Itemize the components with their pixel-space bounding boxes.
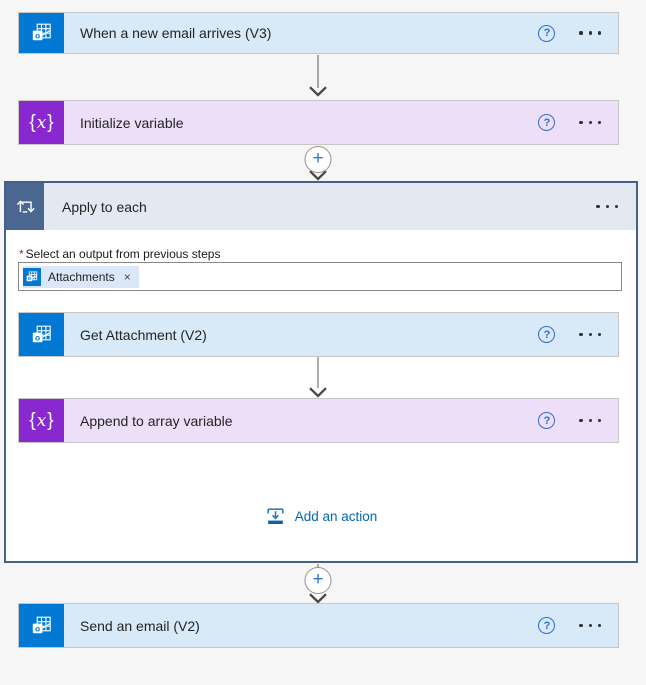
card-send-an-email[interactable]: o Send an email (V2) ? (18, 603, 619, 648)
remove-token-button[interactable]: × (123, 269, 131, 284)
connector-line (317, 357, 319, 388)
more-options-button[interactable] (579, 620, 601, 631)
help-button[interactable]: ? (538, 326, 556, 343)
outlook-icon: o (19, 13, 64, 53)
field-label: * Select an output from previous steps (19, 247, 220, 261)
card-title: Append to array variable (80, 412, 233, 429)
outlook-icon: o (23, 267, 41, 286)
loop-icon (6, 183, 44, 230)
connector: + (303, 146, 333, 181)
outlook-icon: o (19, 604, 64, 647)
card-apply-to-each: Apply to each * Select an output from pr… (4, 181, 638, 563)
insert-action-icon (267, 508, 284, 524)
card-title: When a new email arrives (V3) (80, 25, 272, 41)
help-button[interactable]: ? (538, 617, 556, 634)
svg-text:o: o (34, 623, 39, 633)
svg-text:o: o (34, 30, 39, 40)
card-append-to-array-variable[interactable]: {x} Append to array variable ? (18, 398, 619, 443)
help-button[interactable]: ? (538, 24, 556, 42)
output-token-input[interactable]: o Attachments × (18, 262, 622, 291)
arrow-down-icon (309, 86, 327, 97)
card-initialize-variable[interactable]: {x} Initialize variable ? (18, 100, 619, 145)
more-options-button[interactable] (579, 415, 601, 426)
token-label: Attachments (48, 269, 115, 284)
add-action-button[interactable]: Add an action (6, 506, 636, 527)
card-when-a-new-email-arrives[interactable]: o When a new email arrives (V3) ? (18, 12, 619, 54)
connector (303, 55, 333, 97)
apply-to-each-header[interactable]: Apply to each (6, 183, 636, 230)
more-options-button[interactable] (596, 201, 618, 212)
variables-icon: {x} (19, 101, 64, 144)
arrow-down-icon (309, 387, 327, 398)
arrow-down-icon (309, 593, 327, 604)
insert-step-button[interactable]: + (304, 146, 332, 173)
attachments-token[interactable]: o Attachments × (23, 265, 139, 288)
outlook-icon: o (19, 313, 64, 356)
card-get-attachment[interactable]: o Get Attachment (V2) ? (18, 312, 619, 357)
svg-text:o: o (28, 276, 31, 282)
card-title: Get Attachment (V2) (80, 326, 207, 343)
field-label-text: Select an output from previous steps (25, 247, 221, 261)
scope-title: Apply to each (62, 198, 147, 215)
arrow-down-icon (309, 170, 327, 181)
variables-icon: {x} (19, 399, 64, 442)
add-action-label: Add an action (294, 509, 378, 524)
card-title: Initialize variable (80, 114, 184, 131)
svg-text:o: o (34, 332, 39, 342)
card-title: Send an email (V2) (80, 617, 200, 634)
connector-line (317, 55, 319, 88)
connector (303, 357, 333, 398)
more-options-button[interactable] (579, 117, 601, 128)
required-asterisk: * (19, 247, 24, 261)
more-options-button[interactable] (579, 329, 601, 340)
help-button[interactable]: ? (538, 412, 556, 429)
insert-step-button[interactable]: + (304, 567, 332, 594)
help-button[interactable]: ? (538, 114, 556, 131)
more-options-button[interactable] (579, 27, 601, 38)
connector: + (303, 564, 333, 604)
